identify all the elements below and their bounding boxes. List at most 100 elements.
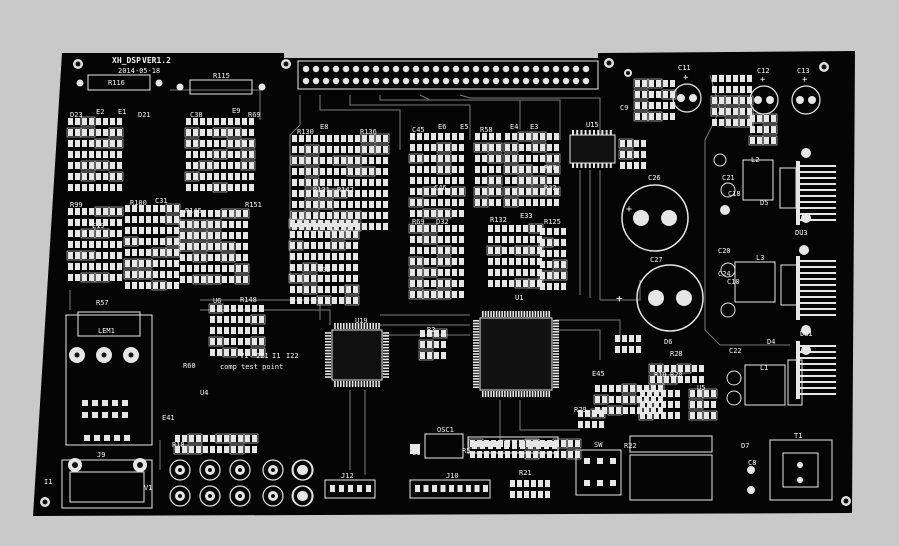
component-label-r30: R30 xyxy=(544,164,557,172)
component-label-e4: E4 xyxy=(510,123,518,131)
smd-cluster xyxy=(638,390,680,421)
test-point-caption: comp test point xyxy=(220,363,283,371)
header-connector xyxy=(297,60,599,90)
component-label-t1: T1 xyxy=(794,432,802,440)
component-label-r115: R115 xyxy=(213,72,230,80)
component-label-r69b: R69 xyxy=(412,218,425,226)
component-label-d21: D21 xyxy=(138,111,151,119)
component-label-e2: E2 xyxy=(96,108,104,116)
trace-layer xyxy=(69,74,790,475)
component-label-c27: C27 xyxy=(650,256,663,264)
component-label-r136: R136 xyxy=(360,128,377,136)
power-section-boxes xyxy=(713,148,833,501)
component-label-r22: R22 xyxy=(624,442,637,450)
component-label-r132: R132 xyxy=(490,216,507,224)
component-label-r148: R148 xyxy=(240,296,257,304)
switch-sw xyxy=(575,449,622,496)
component-label-c38: C38 xyxy=(190,111,203,119)
smd-cluster xyxy=(473,133,503,208)
smd-cluster xyxy=(510,480,550,498)
component-label-c32: C32 xyxy=(318,266,331,274)
top-resistors xyxy=(76,74,266,95)
svg-text:+: + xyxy=(616,292,623,305)
component-label-e19: E19 xyxy=(92,222,105,230)
smd-cluster xyxy=(538,228,568,290)
component-label-r2: R2 xyxy=(427,326,435,334)
component-label-c45: C45 xyxy=(412,126,425,134)
smd-cluster xyxy=(503,131,561,208)
component-label-osc1: OSC1 xyxy=(437,426,454,434)
component-label-r151: R151 xyxy=(245,201,262,209)
silkscreen-labels: XH_DSP VER1.2 2014-05-18 comp test point… xyxy=(44,56,813,492)
component-label-j9: J9 xyxy=(97,451,105,459)
test-point-v1: V1 xyxy=(240,352,248,360)
component-label-r130: R130 xyxy=(297,128,314,136)
component-label-r18: R18 xyxy=(172,441,185,449)
smd-cluster xyxy=(184,118,256,193)
component-label-r116: R116 xyxy=(108,79,125,87)
component-label-r99: R99 xyxy=(70,201,83,209)
component-label-j10: J10 xyxy=(446,472,459,480)
component-label-r69: R69 xyxy=(248,111,261,119)
component-label-r28: R28 xyxy=(670,350,683,358)
capacitor-c27: + xyxy=(616,264,704,332)
svg-text:+: + xyxy=(683,73,689,83)
test-point-i22: I22 xyxy=(286,352,299,360)
component-label-c13: C13 xyxy=(797,67,810,75)
component-label-c20: C20 xyxy=(718,247,731,255)
component-label-r32: R32 xyxy=(544,184,557,192)
smd-cluster xyxy=(178,208,250,285)
test-point-i1: I1 xyxy=(272,352,280,360)
component-label-d6: D6 xyxy=(664,338,672,346)
smd-cluster xyxy=(66,206,124,283)
component-label-u6: U6 xyxy=(213,297,221,305)
soic-u15 xyxy=(569,130,616,168)
test-jack-row xyxy=(169,459,314,507)
board-title: XH_DSP xyxy=(112,56,141,65)
component-label-r20: R20 xyxy=(670,371,683,379)
component-label-r100: R100 xyxy=(130,199,147,207)
svg-text:+: + xyxy=(626,204,632,215)
component-label-du1: DU1 xyxy=(800,330,813,338)
component-label-e6: E6 xyxy=(438,123,446,131)
component-label-d7: D7 xyxy=(741,442,749,450)
component-label-l1: L1 xyxy=(760,364,768,372)
board-version: VER1.2 xyxy=(142,56,171,65)
component-label-r21: R21 xyxy=(519,469,532,477)
component-label-c26: C26 xyxy=(648,174,661,182)
smd-cluster xyxy=(173,433,259,455)
component-label-c22: C22 xyxy=(729,347,742,355)
component-label-d4: D4 xyxy=(767,338,775,346)
footer-mark-i1: I1 xyxy=(44,478,52,486)
component-label-c10: C10 xyxy=(727,278,740,286)
component-label-e41: E41 xyxy=(162,414,175,422)
smd-cluster xyxy=(418,328,448,361)
component-label-r131: R131 xyxy=(313,186,330,194)
component-label-u19: U19 xyxy=(355,317,368,325)
svg-text:+: + xyxy=(802,75,808,85)
smd-cluster xyxy=(748,113,778,146)
component-label-u4: U4 xyxy=(200,389,208,397)
component-label-e3: E3 xyxy=(530,123,538,131)
component-label-c12: C12 xyxy=(757,67,770,75)
board-date: 2014-05-18 xyxy=(118,67,160,75)
capacitor-c12: + xyxy=(749,75,779,115)
j9-terminal xyxy=(61,458,153,509)
pin-headers xyxy=(324,436,559,499)
component-label-r145: R145 xyxy=(185,207,202,215)
capacitor-c13: + xyxy=(791,75,821,115)
smd-cluster xyxy=(66,116,124,191)
footer-mark-v1: V1 xyxy=(144,484,152,492)
component-label-r19: R19 xyxy=(654,371,667,379)
smd-cluster xyxy=(633,78,677,122)
smd-cluster xyxy=(688,388,718,421)
component-label-lem1: LEM1 xyxy=(98,327,115,335)
component-label-r29: R29 xyxy=(574,406,587,414)
component-label-j12: J12 xyxy=(341,472,354,480)
capacitor-c11: + xyxy=(672,73,702,113)
component-label-r60: R60 xyxy=(183,362,196,370)
smd-component-clusters xyxy=(66,75,778,498)
component-label-c46: C46 xyxy=(434,184,447,192)
